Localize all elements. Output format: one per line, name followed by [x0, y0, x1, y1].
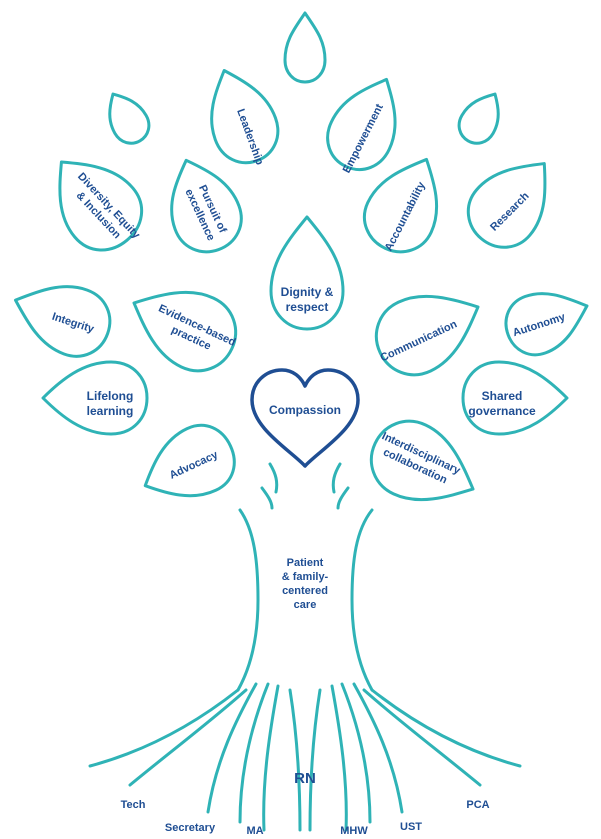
- leaf-accountability: [362, 157, 439, 254]
- svg-text:learning: learning: [87, 404, 134, 418]
- tree-trunk-outline: [88, 462, 522, 832]
- root-label-pca: PCA: [466, 799, 489, 811]
- root-label-tech: Tech: [121, 799, 146, 811]
- leaf-empty-left: [108, 92, 151, 145]
- svg-text:centered: centered: [282, 585, 328, 597]
- root-label-mhw: MHW: [340, 825, 368, 837]
- label-dignity: Dignity & respect: [281, 285, 334, 314]
- leaf-integrity: [13, 285, 112, 358]
- svg-text:Dignity &: Dignity &: [281, 285, 334, 299]
- label-compassion: Compassion: [269, 403, 341, 417]
- label-shared: Shared governance: [468, 389, 536, 418]
- root-label-secretary: Secretary: [165, 822, 216, 834]
- root-label-ma: MA: [246, 825, 263, 837]
- leaf-autonomy: [504, 292, 589, 357]
- leaf-communication: [375, 294, 480, 377]
- root-label-rn: RN: [294, 770, 316, 787]
- svg-text:& family-: & family-: [282, 571, 329, 583]
- leaf-shared: [461, 360, 569, 436]
- trunk-label: Patient & family- centered care: [282, 557, 329, 611]
- svg-text:Lifelong: Lifelong: [87, 389, 134, 403]
- leaf-dignity: [269, 215, 345, 331]
- svg-text:care: care: [294, 599, 317, 611]
- leaf-lifelong: [41, 360, 149, 436]
- leaf-leadership: [210, 68, 280, 165]
- leaf-empty-right: [457, 92, 500, 145]
- leaf-research: [466, 162, 547, 249]
- leaf-interdisciplinary: [370, 419, 475, 502]
- svg-text:Patient: Patient: [287, 557, 324, 569]
- svg-text:Shared: Shared: [482, 389, 523, 403]
- leaf-diversity: [58, 160, 144, 252]
- leaf-pursuit: [170, 158, 243, 254]
- leaf-empowerment: [326, 77, 397, 171]
- leaf-evidence: [132, 290, 237, 373]
- svg-text:governance: governance: [468, 404, 536, 418]
- leaf-top: [283, 11, 327, 84]
- svg-text:respect: respect: [286, 300, 329, 314]
- heart-icon: [250, 368, 360, 468]
- label-lifelong: Lifelong learning: [87, 389, 134, 418]
- leaf-advocacy: [143, 423, 236, 498]
- root-label-ust: UST: [400, 821, 422, 833]
